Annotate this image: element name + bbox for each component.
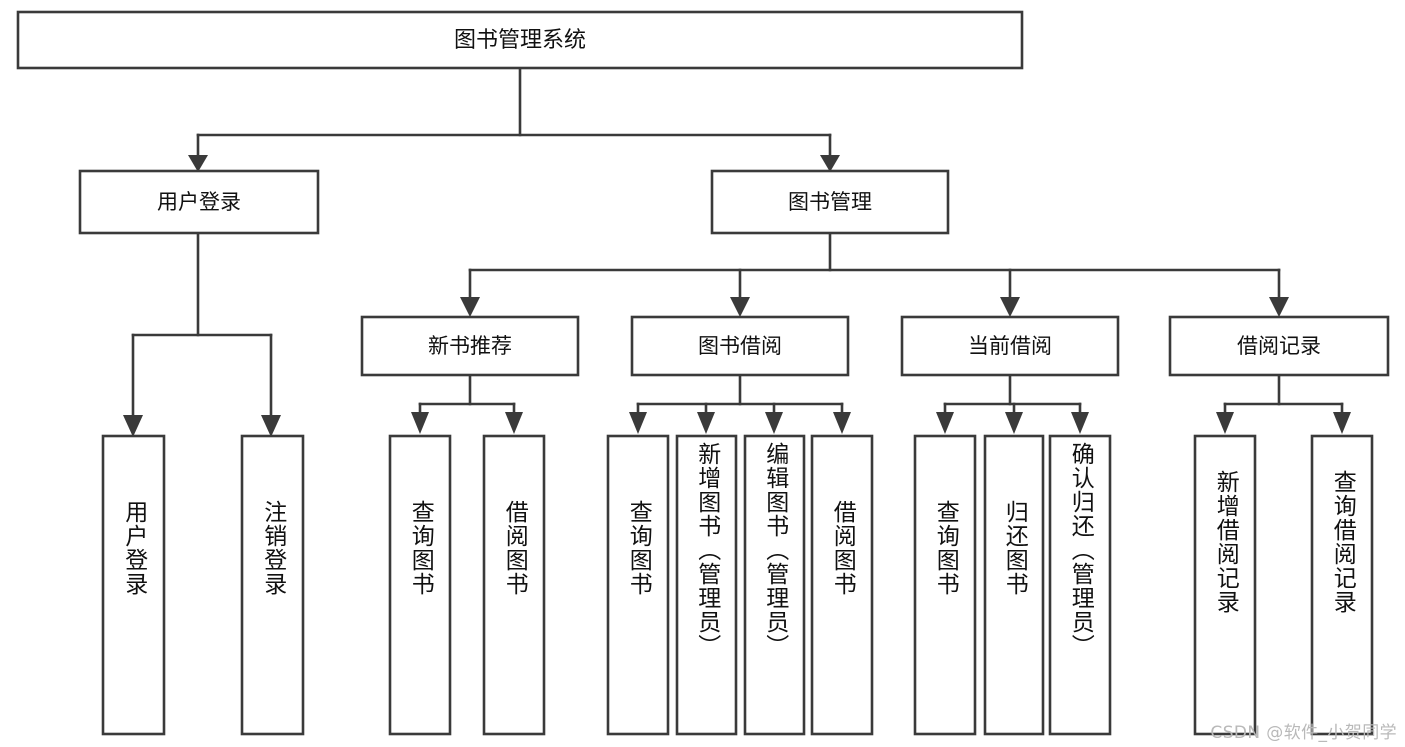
node-current-borrow-label: 当前借阅 — [968, 334, 1052, 358]
connector-group-borrow-record — [1216, 374, 1351, 434]
node-borrow-record-label: 借阅记录 — [1237, 334, 1321, 358]
arrowhead-bb-leaf1 — [629, 412, 647, 434]
leaf-boxes-book-borrow — [606, 434, 874, 736]
leaf-box-nb-borrow-book[interactable] — [482, 434, 546, 736]
arrowhead-bb-leaf3 — [765, 412, 783, 434]
arrowhead-br-leaf2 — [1333, 412, 1351, 434]
leaf-box-nb-query-book[interactable] — [388, 434, 452, 736]
leaf-box-cb-confirm-return[interactable] — [1048, 434, 1112, 736]
arrowhead-borrow-record — [1269, 297, 1289, 317]
node-user-login-rect[interactable] — [78, 169, 320, 235]
arrowhead-leaf-user-login — [123, 415, 143, 437]
connector-group-current-borrow — [936, 374, 1089, 434]
arrowhead-book-mgmt — [820, 155, 840, 172]
arrowhead-bb-leaf4 — [833, 412, 851, 434]
node-book-management[interactable]: 图书管理 — [710, 169, 950, 235]
leaf-box-user-login[interactable] — [101, 434, 166, 736]
arrowhead-cb-leaf3 — [1071, 412, 1089, 434]
node-root[interactable]: 图书管理系统 — [16, 10, 1024, 70]
node-book-management-rect[interactable] — [710, 169, 950, 235]
node-root-label: 图书管理系统 — [454, 28, 586, 53]
leaf-boxes-new-book-recommend — [388, 434, 546, 736]
node-new-book-recommend[interactable]: 新书推荐 — [360, 315, 580, 377]
node-book-borrow-label: 图书借阅 — [698, 334, 782, 358]
leaf-boxes-user-login — [101, 434, 305, 736]
node-borrow-record[interactable]: 借阅记录 — [1168, 315, 1390, 377]
connector-group-new-book-recommend — [411, 374, 523, 434]
node-user-login[interactable]: 用户登录 — [78, 169, 320, 235]
arrowhead-bb-leaf2 — [697, 412, 715, 434]
connector-group-book-borrow — [629, 374, 851, 434]
arrowhead-nb-leaf2 — [505, 412, 523, 434]
leaf-boxes-current-borrow — [913, 434, 1112, 736]
node-current-borrow-rect[interactable] — [900, 315, 1120, 377]
node-new-book-recommend-rect[interactable] — [360, 315, 580, 377]
node-book-management-label: 图书管理 — [788, 190, 872, 214]
arrowhead-book-borrow — [730, 297, 750, 317]
node-borrow-record-rect[interactable] — [1168, 315, 1390, 377]
node-root-rect[interactable] — [16, 10, 1024, 70]
leaf-box-bb-query-book[interactable] — [606, 434, 670, 736]
connector-group-root — [188, 66, 840, 172]
leaf-box-bb-edit-book[interactable] — [743, 434, 806, 736]
connector-group-user-login — [123, 231, 281, 437]
leaf-box-bb-add-book[interactable] — [675, 434, 738, 736]
node-book-borrow[interactable]: 图书借阅 — [630, 315, 850, 377]
connector-group-book-mgmt — [460, 231, 1289, 317]
leaf-box-cb-query-book[interactable] — [913, 434, 977, 736]
arrowhead-user-login — [188, 155, 208, 172]
watermark: CSDN @软件_小贺同学 — [1210, 723, 1397, 743]
node-book-borrow-rect[interactable] — [630, 315, 850, 377]
node-current-borrow[interactable]: 当前借阅 — [900, 315, 1120, 377]
leaf-box-br-add-record[interactable] — [1193, 434, 1257, 736]
arrowhead-cb-leaf2 — [1005, 412, 1023, 434]
node-new-book-recommend-label: 新书推荐 — [428, 334, 512, 358]
leaf-box-logout[interactable] — [240, 434, 305, 736]
arrowhead-br-leaf1 — [1216, 412, 1234, 434]
arrowhead-nb-leaf1 — [411, 412, 429, 434]
arrowhead-new-book-recommend — [460, 297, 480, 317]
leaf-box-br-query-record[interactable] — [1310, 434, 1374, 736]
leaf-boxes-borrow-record — [1193, 434, 1374, 736]
arrowhead-leaf-logout — [261, 415, 281, 437]
arrowhead-cb-leaf1 — [936, 412, 954, 434]
arrowhead-current-borrow — [1000, 297, 1020, 317]
leaf-box-bb-borrow-book[interactable] — [810, 434, 874, 736]
node-user-login-label: 用户登录 — [157, 190, 241, 214]
leaf-box-cb-return-book[interactable] — [983, 434, 1045, 736]
